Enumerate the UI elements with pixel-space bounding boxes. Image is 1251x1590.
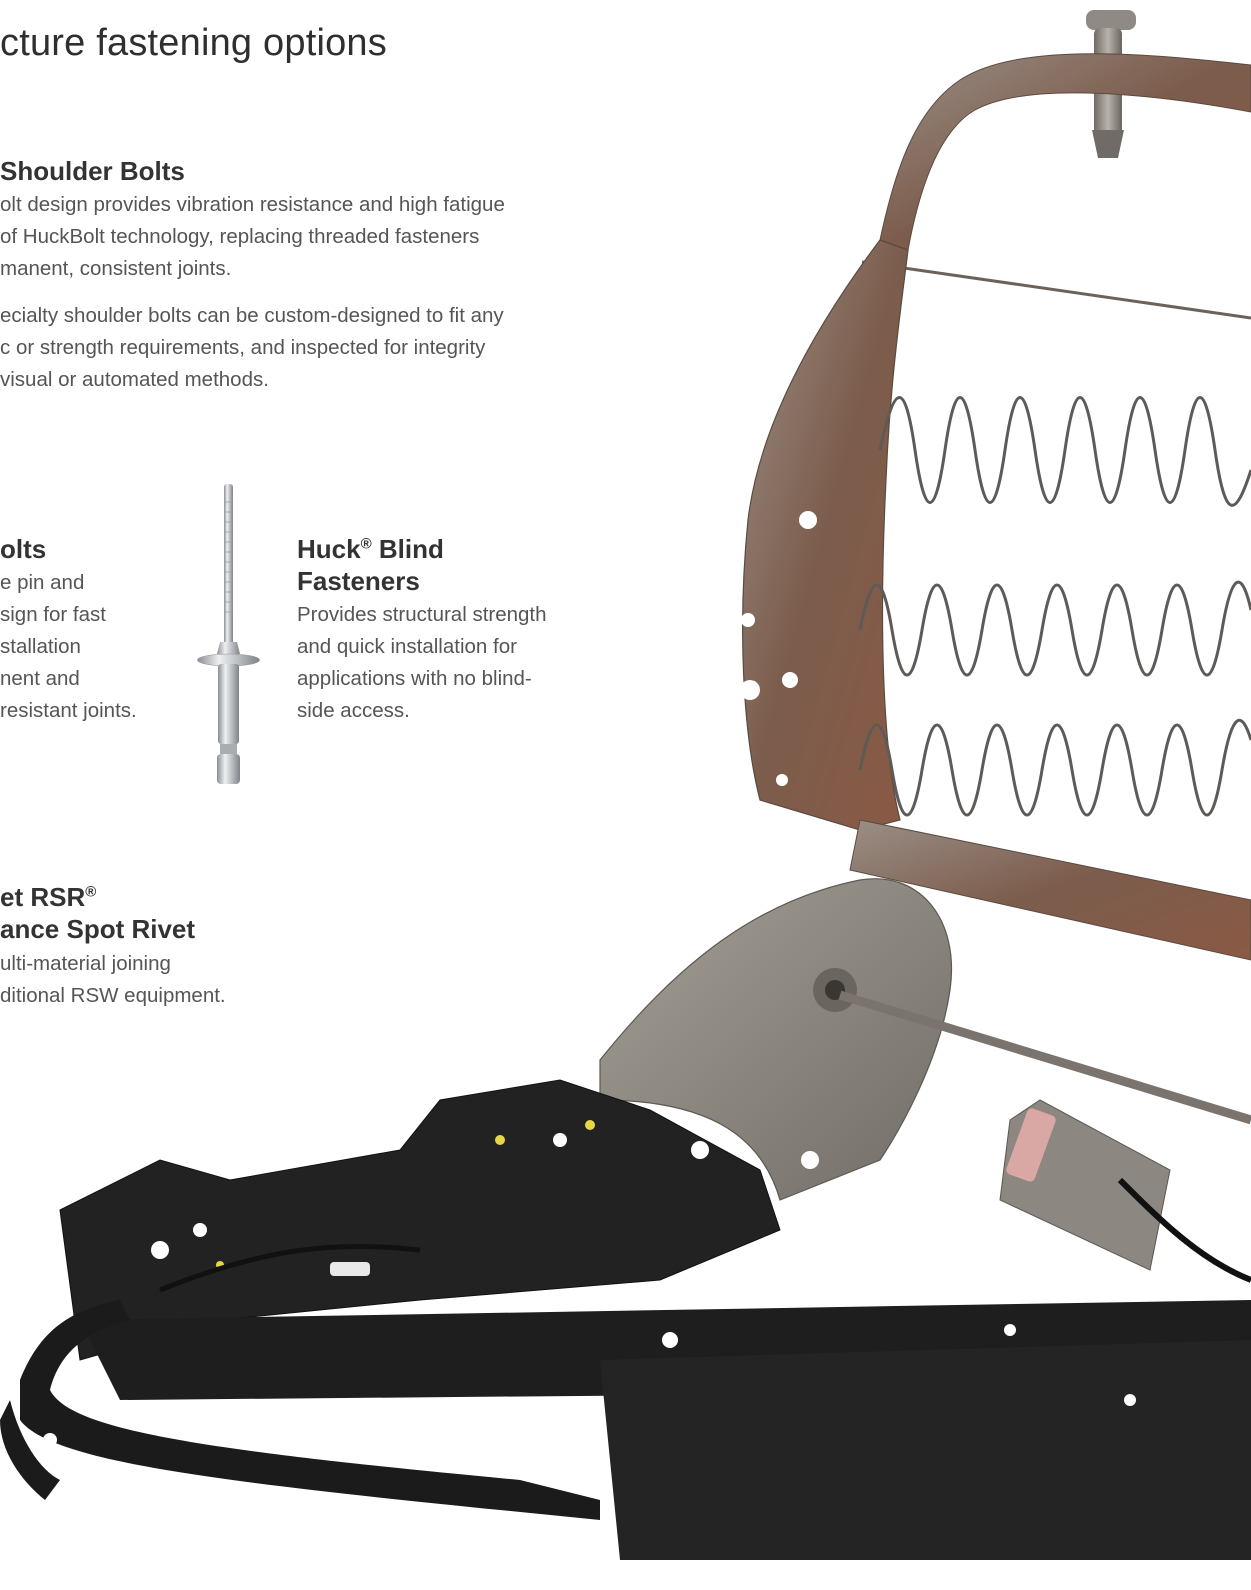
blind-fasteners-heading-rest: Blind	[371, 534, 444, 564]
blind-rivet-image	[197, 484, 260, 784]
bolts-line: e pin and	[0, 571, 85, 594]
bolts-line: stallation	[0, 635, 81, 658]
blind-fasteners-heading-brand: Huck	[297, 534, 361, 564]
shoulder-bolts-line: of HuckBolt technology, replacing thread…	[0, 225, 480, 248]
registered-mark: ®	[360, 535, 372, 553]
blind-fasteners-line: and quick installation for	[297, 635, 517, 658]
blind-fasteners-heading-line-2: Fasteners	[297, 566, 420, 596]
shoulder-bolts-line: ecialty shoulder bolts can be custom-des…	[0, 304, 504, 327]
shoulder-bolts-line: olt design provides vibration resistance…	[0, 193, 505, 216]
spot-rivet-heading-brand: et RSR	[0, 882, 86, 912]
bolts-line: resistant joints.	[0, 699, 137, 722]
bolts-line: nent and	[0, 667, 80, 690]
bolts-line: sign for fast	[0, 603, 106, 626]
spot-rivet-line: ditional RSW equipment.	[0, 984, 226, 1007]
spot-rivet-heading-line-2: ance Spot Rivet	[0, 914, 196, 944]
spot-rivet-line: ulti-material joining	[0, 952, 171, 975]
shoulder-bolts-heading: Shoulder Bolts	[0, 156, 185, 186]
blind-fasteners-heading: Huck® Blind	[297, 533, 444, 565]
blind-fasteners-line: applications with no blind-	[297, 667, 532, 690]
blind-fasteners-line: side access.	[297, 699, 410, 722]
shoulder-bolts-line: visual or automated methods.	[0, 368, 269, 391]
spot-rivet-heading: et RSR®	[0, 881, 96, 913]
shoulder-bolts-line: manent, consistent joints.	[0, 257, 232, 280]
registered-mark: ®	[85, 883, 97, 901]
blind-fasteners-line: Provides structural strength	[297, 603, 547, 626]
page-title: cture fastening options	[0, 22, 387, 64]
bolts-heading: olts	[0, 534, 47, 564]
shoulder-bolts-line: c or strength requirements, and inspecte…	[0, 336, 486, 359]
